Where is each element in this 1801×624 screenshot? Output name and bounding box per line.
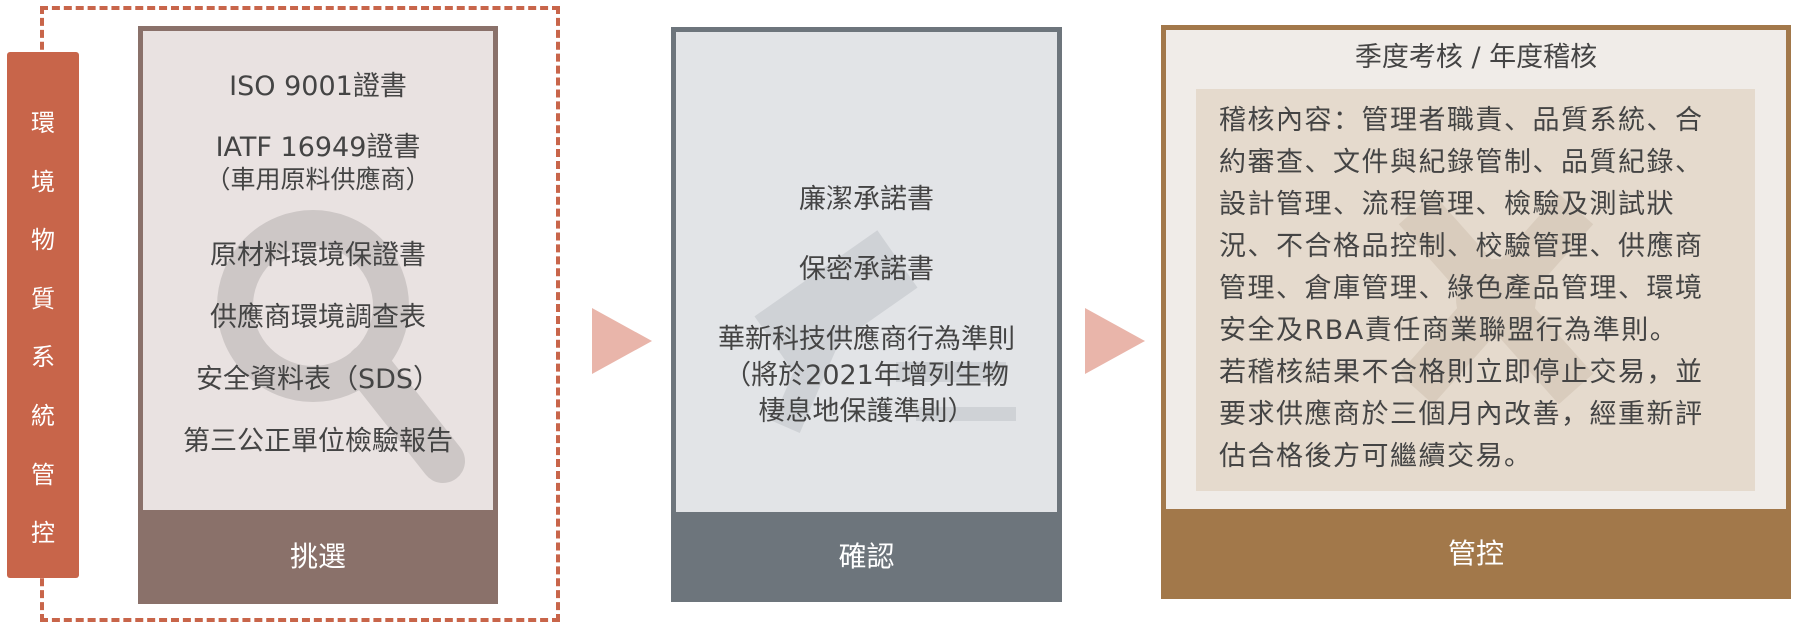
control-title: 季度考核 / 年度稽核 [1354, 42, 1598, 73]
confirm-footer-label: 確認 [838, 540, 895, 573]
environmental-system-control-tab: 環境物質系統管控 [7, 52, 79, 578]
side-tab-char: 控 [31, 519, 55, 548]
select-footer-label: 挑選 [289, 540, 346, 573]
audit-line: 設計管理、流程管理、檢驗及測試狀 [1219, 189, 1675, 220]
confirm-item-code-of-conduct: 華新科技供應商行為準則 [718, 324, 1015, 355]
audit-line: 況、不合格品控制、校驗管理、供應商 [1219, 231, 1704, 262]
side-tab-char: 物 [31, 226, 55, 255]
control-audit-text: 稽核內容：管理者職責、品質系統、合 約審查、文件與紀錄管制、品質紀錄、 設計管理… [1219, 100, 1739, 478]
select-items: ISO 9001證書 IATF 16949證書 （車用原料供應商） 原材料環境保… [143, 65, 493, 473]
audit-watermark-icon [1398, 193, 1594, 405]
audit-line: 若稽核結果不合格則立即停止交易，並 [1219, 357, 1704, 388]
item-iso9001: ISO 9001證書 [229, 71, 407, 102]
magnifier-watermark-icon [217, 210, 465, 483]
audit-line: 約審查、文件與紀錄管制、品質紀錄、 [1219, 147, 1704, 178]
side-tab-char: 境 [31, 167, 55, 196]
audit-line: 安全及RBA責任商業聯盟行為準則。 [1219, 315, 1679, 346]
audit-line: 管理、倉庫管理、綠色產品管理、環境 [1219, 273, 1704, 304]
confirm-footer: 確認 [671, 512, 1062, 602]
item-third-party-report: 第三公正單位檢驗報告 [183, 426, 453, 457]
confirm-panel: 廉潔承諾書 保密承諾書 華新科技供應商行為準則 （將於2021年增列生物 棲息地… [671, 27, 1062, 602]
audit-line: 要求供應商於三個月內改善，經重新評 [1219, 399, 1704, 430]
gavel-watermark-icon [754, 230, 1016, 433]
side-tab-label: 環境物質系統管控 [7, 94, 79, 563]
side-tab-char: 管 [31, 460, 55, 489]
side-tab-char: 質 [31, 284, 55, 313]
side-tab-char: 系 [31, 343, 55, 372]
select-footer: 挑選 [138, 510, 498, 604]
confirm-item-note-line1: （將於2021年增列生物 [724, 360, 1009, 391]
item-environment-guarantee: 原材料環境保證書 [210, 240, 426, 271]
item-iatf-note: （車用原料供應商） [205, 165, 431, 194]
confirm-item-note-line2: 棲息地保護準則） [758, 396, 975, 427]
confirm-item-confidentiality: 保密承諾書 [799, 254, 934, 285]
side-tab-char: 統 [31, 401, 55, 430]
audit-line: 稽核內容：管理者職責、品質系統、合 [1219, 105, 1704, 136]
audit-line: 估合格後方可繼續交易。 [1219, 441, 1533, 472]
control-audit-box: 稽核內容：管理者職責、品質系統、合 約審查、文件與紀錄管制、品質紀錄、 設計管理… [1196, 89, 1755, 491]
side-tab-char: 環 [31, 109, 55, 137]
item-environment-survey: 供應商環境調查表 [210, 302, 426, 333]
control-footer-label: 管控 [1447, 537, 1504, 570]
confirm-item-integrity: 廉潔承諾書 [799, 184, 934, 215]
arrow-right-icon [1085, 308, 1145, 374]
item-sds: 安全資料表（SDS） [195, 364, 441, 395]
item-iatf16949: IATF 16949證書 [215, 132, 421, 163]
arrow-right-icon [592, 308, 652, 374]
control-footer: 管控 [1161, 509, 1791, 599]
